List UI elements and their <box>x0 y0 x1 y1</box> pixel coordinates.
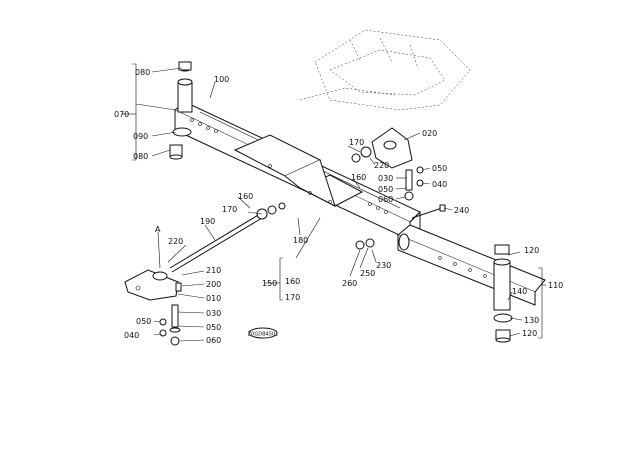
callout-050: 050 <box>136 317 151 326</box>
callout-040: 040 <box>124 331 139 340</box>
stamp-text: Z0GDB4501 <box>248 332 279 338</box>
rear-hardware <box>355 166 446 250</box>
callout-210: 210 <box>206 266 221 275</box>
callout-050: 050 <box>378 185 393 194</box>
callout-240: 240 <box>454 206 469 215</box>
callout-140: 140 <box>512 287 527 296</box>
front-hardware <box>159 282 182 346</box>
callout-200: 200 <box>206 280 221 289</box>
callout-060: 060 <box>206 336 221 345</box>
tractor-frame-outline <box>299 29 471 111</box>
callout-180: 180 <box>293 236 308 245</box>
callout-170: 170 <box>285 293 300 302</box>
callout-080: 080 <box>135 68 150 77</box>
callout-040: 040 <box>432 180 447 189</box>
callout-050: 050 <box>432 164 447 173</box>
callout-080: 080 <box>133 152 148 161</box>
drawing-stamp: Z0GDB4501 <box>248 327 279 339</box>
left-kingpin-housing <box>169 61 193 160</box>
callout-070: 070 <box>114 110 129 119</box>
callout-100: 100 <box>214 75 229 84</box>
callout-060: 060 <box>378 195 393 204</box>
callout-150: 150 <box>262 279 277 288</box>
right-kingpin-housing <box>493 244 513 343</box>
leader-lines <box>122 63 546 342</box>
callout-030: 030 <box>206 309 221 318</box>
callout-160: 160 <box>238 192 253 201</box>
callout-220: 220 <box>374 161 389 170</box>
callout-220: 220 <box>168 237 183 246</box>
center-bracket <box>233 134 364 208</box>
callout-260: 260 <box>342 279 357 288</box>
callout-030: 030 <box>378 174 393 183</box>
callout-120: 120 <box>522 329 537 338</box>
callout-120: 120 <box>524 246 539 255</box>
callout-230: 230 <box>376 261 391 270</box>
callout-170: 170 <box>349 138 364 147</box>
callout-160: 160 <box>351 173 366 182</box>
callout-170: 170 <box>222 205 237 214</box>
callout-090: 090 <box>133 132 148 141</box>
callout-160: 160 <box>285 277 300 286</box>
callout-250: 250 <box>360 269 375 278</box>
callout-a: A <box>155 225 161 234</box>
callout-110: 110 <box>548 281 563 290</box>
rear-pivot-bracket <box>351 127 413 169</box>
tie-rod <box>169 202 286 273</box>
callout-130: 130 <box>524 316 539 325</box>
callout-020: 020 <box>422 129 437 138</box>
callout-190: 190 <box>200 217 215 226</box>
callout-050: 050 <box>206 323 221 332</box>
front-pivot-bracket <box>124 269 179 301</box>
callout-010: 010 <box>206 294 221 303</box>
callout-labels: 080 100 070 090 080 020 170 220 050 160 … <box>114 68 563 345</box>
